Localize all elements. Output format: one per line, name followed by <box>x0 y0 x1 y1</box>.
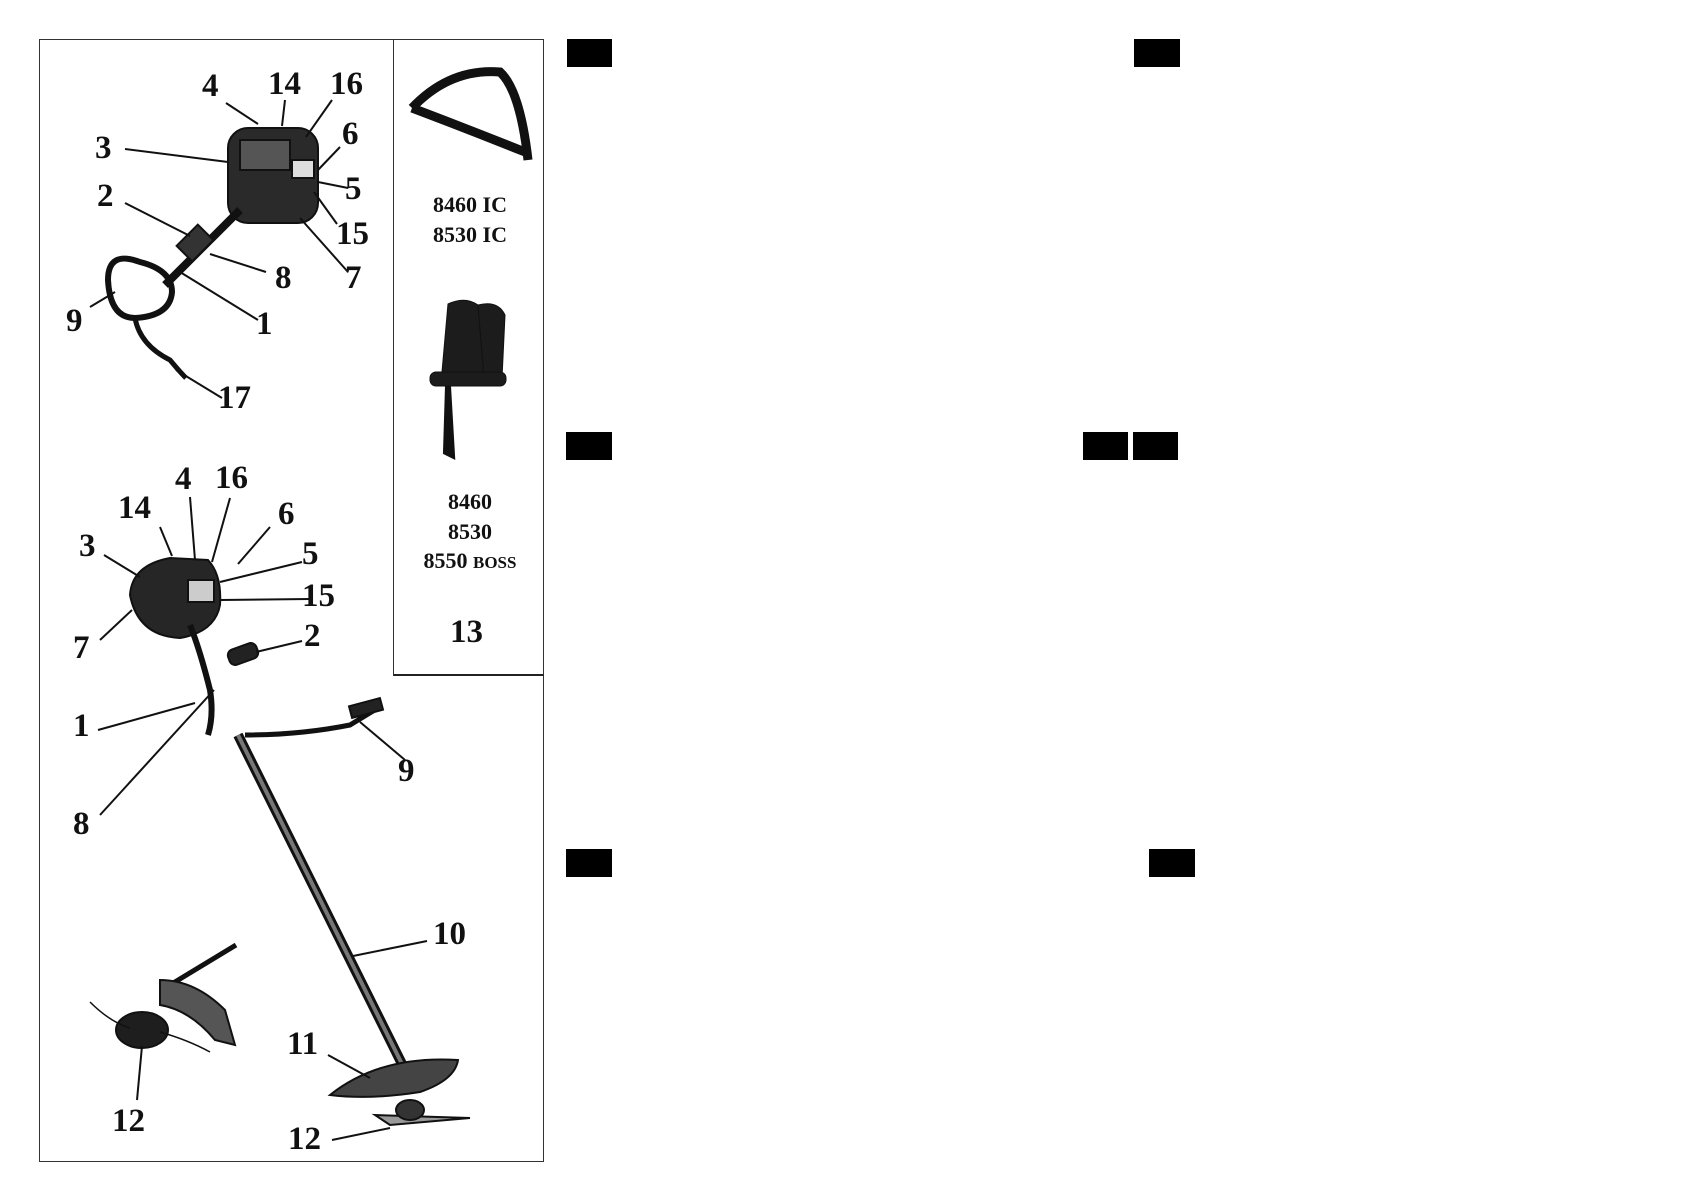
label-harness-part: 13 <box>450 614 483 650</box>
label-trimmer-head: 12 <box>112 1103 145 1139</box>
label-switch: 8 <box>275 260 292 296</box>
harness-illustration <box>429 299 507 461</box>
label-air-filter: 3 <box>95 130 112 166</box>
label-throttle: 2 <box>97 178 114 214</box>
label-shaft: 10 <box>433 916 466 952</box>
label-switch-b: 8 <box>73 806 90 842</box>
label-fuel-tank-b: 7 <box>73 630 90 666</box>
harness-models: 8460 8530 8550 BOSS <box>400 487 540 576</box>
language-tag <box>566 432 612 460</box>
label-starter: 6 <box>342 116 359 152</box>
label-throttle-b: 2 <box>304 618 321 654</box>
label-shaft-clamp-b: 1 <box>73 708 90 744</box>
label-shaft-clamp: 1 <box>256 306 273 342</box>
model-8530: 8530 <box>448 518 492 544</box>
label-spark-plug: 15 <box>336 216 369 252</box>
language-tag <box>1133 432 1178 460</box>
label-spark-plug-b: 15 <box>302 578 335 614</box>
model-8530ic: 8530 IC <box>433 221 507 247</box>
label-air-filter-b: 3 <box>79 528 96 564</box>
label-guard: 11 <box>287 1026 319 1062</box>
strap-illustration <box>408 67 533 161</box>
label-strap: 17 <box>218 380 251 416</box>
label-primer: 5 <box>345 171 362 207</box>
language-tag <box>566 849 612 877</box>
language-tag <box>567 39 612 67</box>
label-fuel-cap-b: 16 <box>215 460 248 496</box>
label-engine-cover: 4 <box>202 68 219 104</box>
label-handle-b: 9 <box>398 753 415 789</box>
language-tag <box>1083 432 1128 460</box>
strap-models: 8460 IC 8530 IC <box>400 190 540 249</box>
model-8460ic: 8460 IC <box>433 192 507 217</box>
model-8460: 8460 <box>448 489 492 514</box>
label-fuel-cap: 16 <box>330 66 363 102</box>
label-primer-b: 5 <box>302 536 319 572</box>
label-starter-b: 6 <box>278 496 295 532</box>
label-choke: 14 <box>268 66 301 102</box>
bottom-cutter-illustration <box>89 496 471 1141</box>
label-engine-cover-b: 4 <box>175 461 192 497</box>
accessories-frame <box>393 39 544 676</box>
language-tag <box>1149 849 1195 877</box>
language-tag <box>1134 39 1180 67</box>
model-8550-boss: 8550 BOSS <box>423 548 517 574</box>
label-blade: 12 <box>288 1121 321 1157</box>
label-fuel-tank: 7 <box>345 260 362 296</box>
top-cutter-illustration <box>89 99 349 399</box>
label-handle: 9 <box>66 303 83 339</box>
label-choke-b: 14 <box>118 490 151 526</box>
